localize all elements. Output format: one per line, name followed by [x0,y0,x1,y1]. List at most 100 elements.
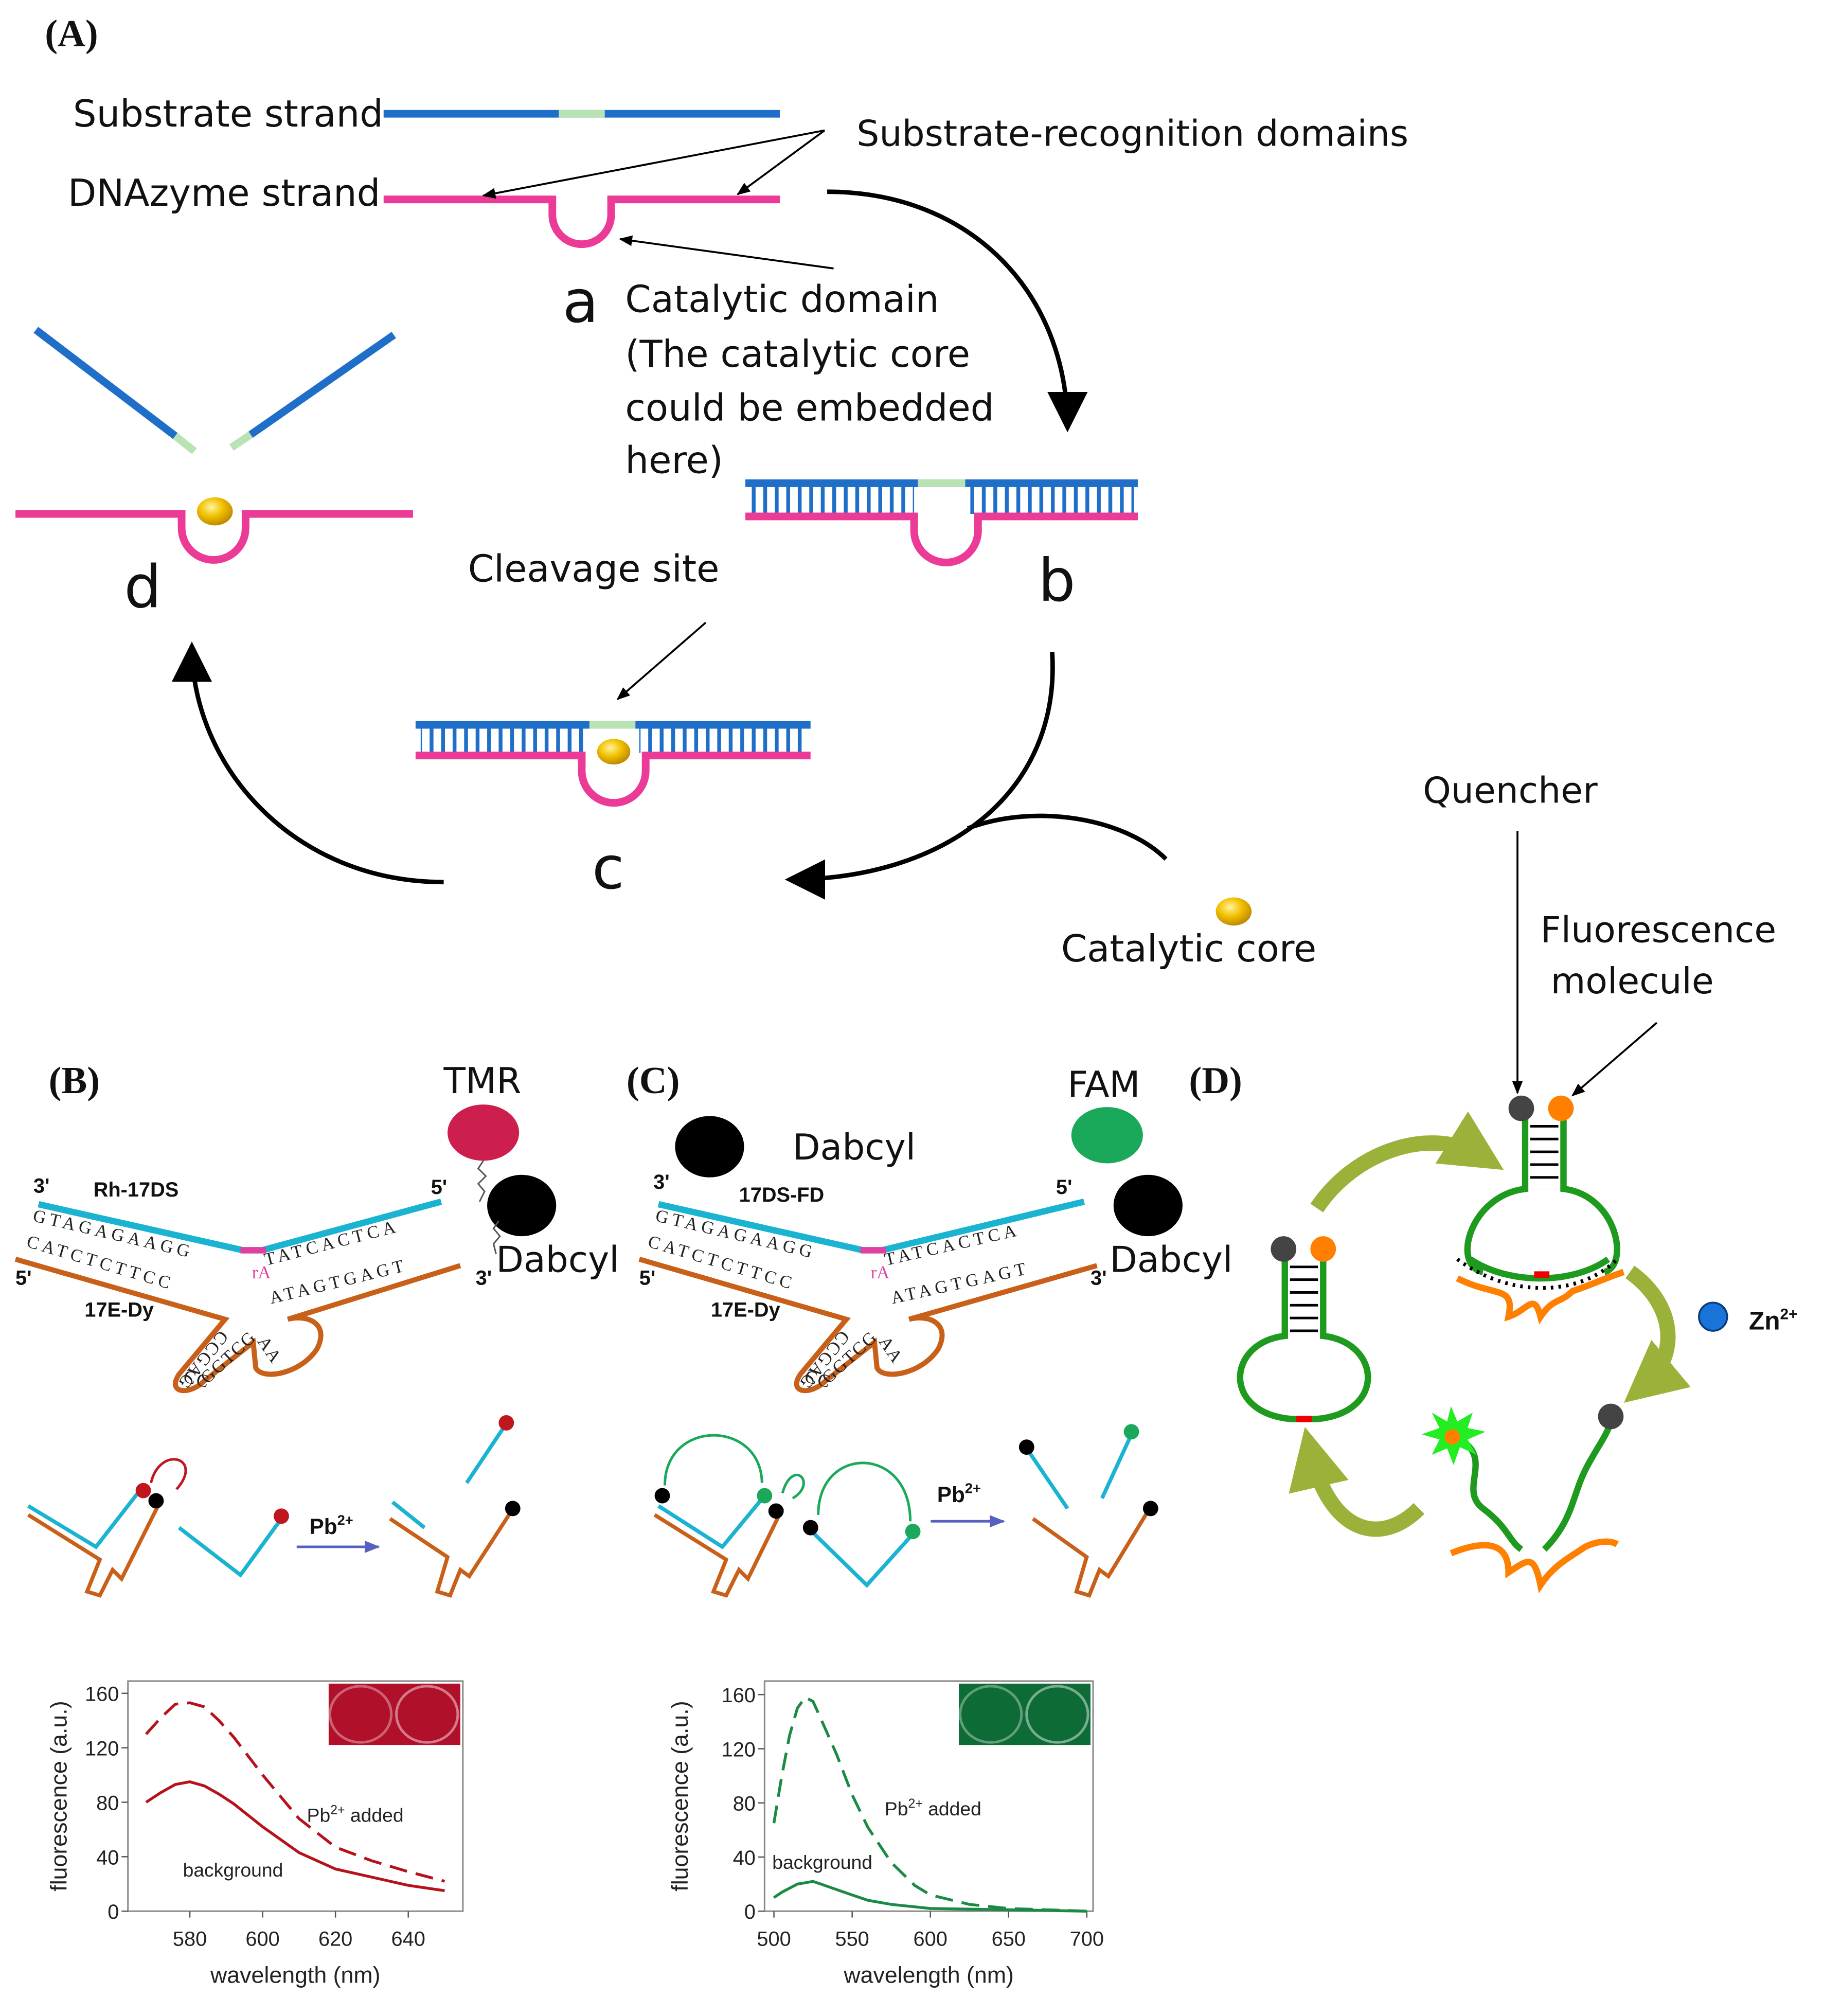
zinc-ion-icon [1698,1301,1728,1332]
panel-label-c: (C) [627,1060,680,1102]
ion-label-b: Pb2+ [310,1512,353,1539]
x-tick-label: 700 [1070,1928,1104,1950]
substrate-name-c: 17DS-FD [739,1184,825,1206]
cycle-arrow-c-to-d [171,641,444,885]
ion-label-c: Pb2+ [937,1480,981,1507]
dnazyme-structure-b: GTAGAGAAGG TATCACTCA CATCTCTTCC ATAGTGAG… [14,1198,461,1394]
cycle-arrow-icon [1310,1111,1504,1212]
x-axis-label: wavelength (nm) [843,1963,1014,1988]
tmr-fluorophore-icon [448,1104,520,1161]
y-tick-label: 160 [722,1684,756,1707]
svg-text:(The catalytic core: (The catalytic core [625,332,970,376]
fluorescence-label-2: molecule [1551,960,1714,1002]
x-tick-label: 600 [914,1928,948,1950]
svg-text:CCGAGCCGGTCGAA: CCGAGCCGGTCGAA [795,1327,907,1394]
x-tick-label: 650 [992,1928,1026,1950]
end-5-label: 5' [1056,1176,1073,1199]
end-3-label: 3' [33,1175,50,1198]
enzyme-sequence-right: ATAGTGAGT [889,1258,1027,1308]
dabcyl-label-c2: Dabcyl [1110,1239,1232,1281]
beacon-top [1456,1095,1625,1325]
catalytic-core-icon [1216,897,1252,926]
dabcyl-quencher-icon [487,1174,557,1237]
duplex-c [415,721,811,807]
y-tick-label: 40 [96,1846,119,1869]
panel-label-a: (A) [45,12,98,55]
step-d-label: d [124,552,162,621]
dabcyl-quencher-icon [1113,1174,1183,1237]
panel-label-d: (D) [1189,1060,1242,1102]
cycle-arrow-icon [1289,1427,1425,1537]
dnazyme-structure-c: GTAGAGAAGG TATCACTCA CATCTCTTCC ATAGTGAG… [638,1198,1098,1394]
inset-well [1025,1685,1089,1744]
cleavage-ribonucleotide: rA [871,1262,890,1282]
y-axis-label: fluorescence (a.u.) [46,1701,72,1891]
step-a-label: a [563,267,599,336]
substrate-strand-label: Substrate strand [73,92,383,135]
y-tick-label: 120 [85,1738,119,1760]
recognition-domains-label: Substrate-recognition domains [856,113,1408,154]
svg-text:here): here) [625,438,723,481]
x-tick-label: 550 [835,1928,869,1950]
mechanism-b: Pb2+ [27,1415,521,1598]
end-5-label: 5' [15,1267,32,1290]
y-tick-label: 120 [722,1738,756,1761]
catalytic-core-label: Catalytic core [1061,927,1316,970]
enzyme-loop-sequence: CCGAGCCGGTCGAA [174,1327,285,1394]
y-tick-label: 80 [733,1793,756,1815]
series-label: Pb2+ added [885,1797,981,1819]
enzyme-name-c: 17E-Dy [711,1299,780,1322]
arrow-icon [616,621,707,701]
y-tick-label: 40 [733,1847,756,1869]
inset-photo [959,1683,1091,1745]
fam-label: FAM [1067,1064,1140,1105]
end-3-label: 3' [476,1267,492,1290]
enzyme-loop-sequence: CCGAGCCGGTCGAA [795,1327,906,1394]
zinc-ion-label: Zn2+ [1749,1306,1798,1335]
cycle-arrow-icon [1623,1265,1691,1403]
fam-fluorophore-icon [1071,1107,1143,1164]
tmr-label: TMR [443,1060,522,1102]
y-tick-label: 160 [85,1683,119,1706]
arrow-icon [737,129,826,195]
series-line-added [772,1695,1087,1913]
arrow-icon [618,235,834,270]
cleaved-beacon [1421,1403,1624,1594]
plot-frame [127,1680,464,1912]
step-c-label: c [592,834,624,902]
svg-text:CCGAGCCGGTCGAA: CCGAGCCGGTCGAA [174,1327,287,1394]
x-tick-label: 580 [173,1928,207,1950]
step-b-label: b [1038,546,1076,615]
dabcyl-label-c: Dabcyl [793,1127,916,1168]
x-tick-label: 620 [318,1928,352,1950]
cleavage-ribonucleotide: rA [252,1262,271,1282]
dnazyme-strand-a [383,195,780,248]
y-axis-label: fluorescence (a.u.) [668,1701,693,1891]
x-tick-label: 600 [245,1928,279,1950]
cleavage-site-label: Cleavage site [468,547,720,591]
arrow-icon [482,129,825,199]
svg-text:Catalytic domain: Catalytic domain [625,277,939,320]
inset-photo [328,1683,460,1745]
catalytic-domain-label: Catalytic domain (The catalytic core cou… [625,277,994,481]
beacon-left [1237,1236,1371,1422]
y-tick-label: 0 [108,1901,119,1923]
inset-well [959,1685,1023,1744]
cleaved-products-d [15,327,413,564]
duplex-b [745,479,1138,566]
inset-well [395,1685,459,1744]
panel-label-b: (B) [49,1060,100,1102]
dnazyme-strand-label: DNAzyme strand [68,171,380,215]
quencher-label: Quencher [1423,770,1598,812]
end-3-label: 3' [653,1171,670,1193]
svg-text:ATAGTGAGT: ATAGTGAGT [889,1258,1031,1308]
cycle-arrow-a-to-b [827,189,1088,433]
mechanism-c: Pb2+ [653,1424,1158,1598]
y-tick-label: 0 [744,1901,756,1923]
core-join-arrow [967,813,1168,861]
end-5-label: 5' [431,1176,448,1199]
series-line-background [773,1880,1087,1913]
